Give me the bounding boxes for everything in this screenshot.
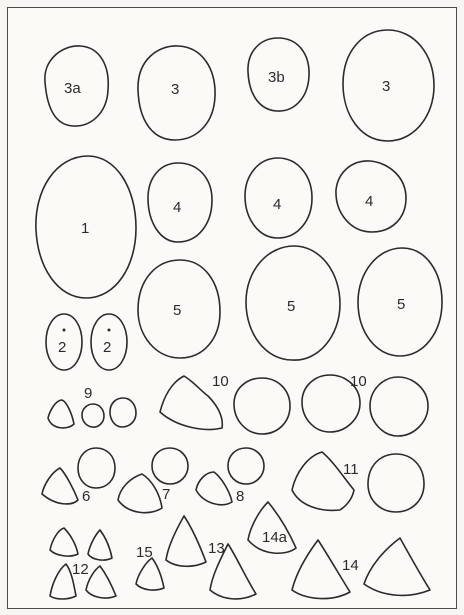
dot-2-right (108, 329, 111, 332)
label-3b: 3b (268, 69, 285, 86)
outline-6-triangle (42, 468, 78, 504)
label-1: 1 (81, 220, 89, 237)
outline-10-round-c (370, 377, 428, 436)
outline-6-round (78, 448, 115, 488)
outline-12-d (86, 566, 116, 598)
label-13: 13 (208, 540, 225, 557)
label-2-left: 2 (58, 339, 66, 356)
outline-14-right (364, 538, 430, 595)
dot-2-left (63, 329, 66, 332)
label-5-middle: 5 (287, 298, 295, 315)
label-5-left: 5 (173, 302, 181, 319)
label-2-right: 2 (103, 339, 111, 356)
label-3-top-right: 3 (382, 78, 390, 95)
label-10-right: 10 (350, 373, 367, 390)
label-3a: 3a (64, 80, 81, 97)
outline-7-triangle (118, 474, 162, 513)
outline-9-round (110, 398, 136, 427)
label-6: 6 (82, 488, 90, 505)
outline-8-round (228, 448, 264, 484)
outline-9-triangle (48, 400, 74, 428)
outline-15-triangle (136, 558, 164, 590)
label-5-right: 5 (397, 296, 405, 313)
outline-8-triangle (196, 472, 232, 505)
outline-7-round (152, 448, 188, 484)
outline-10-round-a (234, 378, 290, 434)
outline-12-b (88, 530, 112, 560)
outline-13-triangle-a (166, 516, 206, 566)
label-14a: 14a (262, 529, 288, 546)
outline-12-a (50, 528, 78, 556)
label-12: 12 (72, 561, 89, 578)
label-7: 7 (162, 486, 170, 503)
label-8: 8 (236, 488, 244, 505)
label-3-top-left: 3 (171, 81, 179, 98)
label-4-right: 4 (365, 193, 373, 210)
label-15: 15 (136, 544, 153, 561)
outline-9-small-round (82, 404, 104, 427)
label-4-left: 4 (173, 199, 181, 216)
label-4-middle: 4 (273, 196, 281, 213)
label-14: 14 (342, 557, 359, 574)
outline-11-round (368, 454, 424, 512)
label-9: 9 (84, 385, 92, 402)
label-11: 11 (343, 461, 359, 478)
label-10-left: 10 (212, 373, 229, 390)
